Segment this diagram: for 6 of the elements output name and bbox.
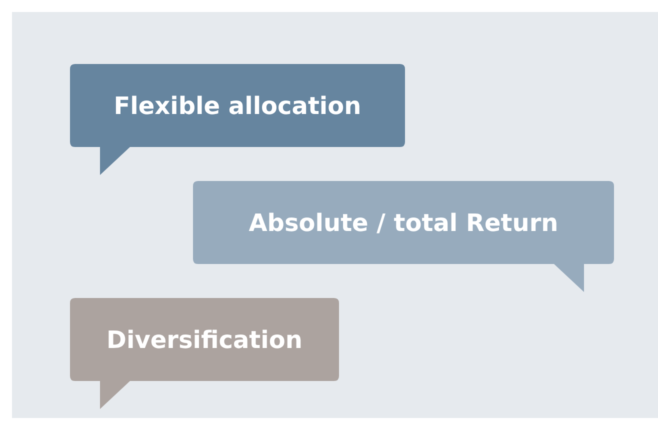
bubble-label: Flexible allocation — [112, 90, 362, 122]
speech-bubble — [193, 181, 614, 292]
bubble-label: Diversification — [106, 324, 304, 356]
speech-bubble — [70, 64, 405, 175]
speech-bubble — [70, 298, 339, 409]
bubble-label: Absolute / total Return — [248, 208, 560, 238]
